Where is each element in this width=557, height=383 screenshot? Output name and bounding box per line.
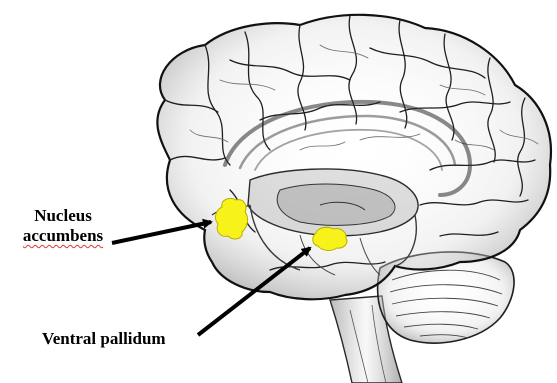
nucleus-accumbens-label-line1: Nucleus (17, 206, 109, 226)
nucleus-accumbens-label-line2: accumbens (17, 226, 109, 246)
cerebrum (157, 15, 551, 299)
nucleus-accumbens-arrow (112, 222, 211, 243)
nucleus-accumbens-label: Nucleus accumbens (17, 206, 109, 246)
ventral-pallidum-label: Ventral pallidum (42, 329, 166, 349)
